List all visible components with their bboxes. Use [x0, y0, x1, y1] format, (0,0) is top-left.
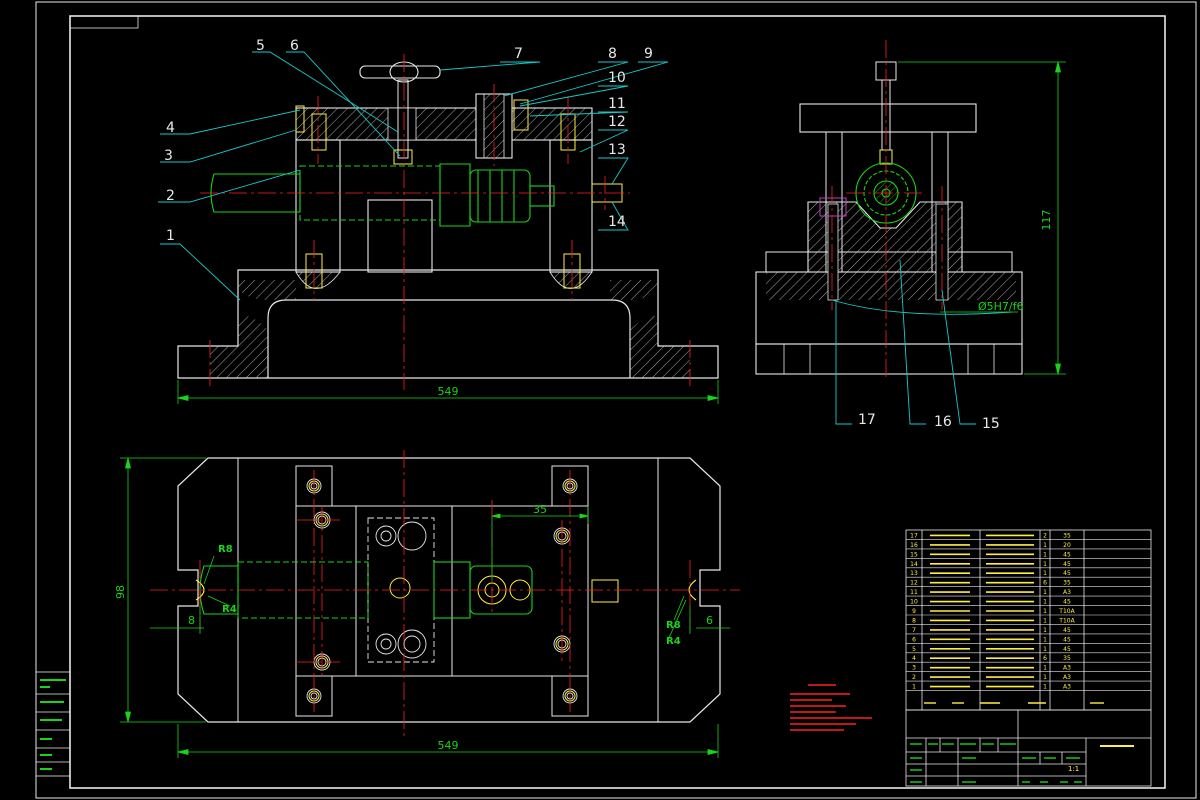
left-slot-dim: 8	[188, 614, 195, 627]
parts-row-qty: 1	[1043, 627, 1047, 634]
parts-row-no: 13	[910, 570, 918, 577]
technical-notes	[790, 684, 872, 731]
parts-row-no: 10	[910, 599, 918, 606]
parts-row-qty: 1	[1043, 636, 1047, 643]
parts-row-qty: 1	[1043, 542, 1047, 549]
parts-row-mat: 35	[1063, 532, 1071, 539]
front-width-dim: 549	[438, 385, 459, 398]
balloon-6: 6	[290, 38, 299, 54]
balloon-11: 11	[608, 96, 626, 112]
left-radius-dim: R8	[218, 544, 233, 555]
right-slot-dim: 6	[706, 614, 713, 627]
parts-row-no: 5	[912, 646, 916, 653]
parts-row-no: 2	[912, 674, 916, 681]
parts-row-mat: A3	[1063, 674, 1071, 681]
parts-row-no: 12	[910, 580, 918, 587]
parts-row-mat: 45	[1063, 551, 1071, 558]
top-width-dim: 549	[438, 739, 459, 752]
balloon-7: 7	[514, 46, 523, 62]
parts-row-mat: 35	[1063, 655, 1071, 662]
parts-row-no: 15	[910, 551, 918, 558]
parts-row-mat: 45	[1063, 570, 1071, 577]
parts-row-mat: A3	[1063, 684, 1071, 691]
slot-offset-dim: 35	[533, 503, 547, 516]
parts-row-mat: 45	[1063, 599, 1071, 606]
parts-row-qty: 1	[1043, 674, 1047, 681]
parts-row-mat: A3	[1063, 589, 1071, 596]
top-height-dim: 98	[114, 585, 127, 599]
parts-row-qty: 1	[1043, 561, 1047, 568]
parts-row-qty: 6	[1043, 580, 1047, 587]
parts-row-qty: 1	[1043, 589, 1047, 596]
balloon-2: 2	[166, 188, 175, 204]
balloon-4: 4	[166, 120, 175, 136]
balloon-13: 13	[608, 142, 626, 158]
sheet-frame	[35, 1, 1197, 799]
parts-row-no: 1	[912, 684, 916, 691]
parts-row-no: 4	[912, 655, 916, 662]
parts-row-no: 3	[912, 665, 916, 672]
parts-row-mat: 45	[1063, 627, 1071, 634]
parts-row-qty: 1	[1043, 617, 1047, 624]
parts-row-qty: 1	[1043, 570, 1047, 577]
balloon-12: 12	[608, 114, 626, 130]
right-radius-dim: R8	[666, 620, 681, 631]
side-height-dim: 117	[1040, 210, 1053, 231]
scale-label: 1:1	[1068, 765, 1079, 773]
balloon-5: 5	[256, 38, 265, 54]
parts-row-mat: 45	[1063, 646, 1071, 653]
balloon-1: 1	[166, 228, 175, 244]
side-view: 117 Ø5H7/f6 17 16 15	[755, 40, 1066, 432]
bore-fit-dim: Ø5H7/f6	[978, 300, 1024, 313]
parts-row-no: 17	[910, 532, 918, 539]
top-view: 549 98 35 8 6 R8 R4 R8 R4	[114, 450, 740, 758]
balloon-15: 15	[982, 416, 1000, 432]
parts-row-no: 11	[910, 589, 918, 596]
parts-row-qty: 1	[1043, 646, 1047, 653]
left-radius2-dim: R4	[222, 604, 237, 615]
balloon-3: 3	[164, 148, 173, 164]
parts-row-no: 16	[910, 542, 918, 549]
parts-row-mat: 35	[1063, 580, 1071, 587]
parts-row-qty: 1	[1043, 551, 1047, 558]
balloon-14: 14	[608, 214, 626, 230]
binding-strip	[35, 671, 71, 777]
parts-row-qty: 1	[1043, 599, 1047, 606]
right-radius2-dim: R4	[666, 636, 681, 647]
parts-row-no: 7	[912, 627, 916, 634]
parts-row-qty: 1	[1043, 665, 1047, 672]
balloon-16: 16	[934, 414, 952, 430]
parts-row-qty: 6	[1043, 655, 1047, 662]
parts-row-mat: 20	[1063, 542, 1071, 549]
parts-row-mat: T10A	[1058, 608, 1075, 615]
parts-row-mat: 45	[1063, 636, 1071, 643]
parts-row-mat: T10A	[1058, 617, 1075, 624]
parts-row-no: 9	[912, 608, 916, 615]
balloon-10: 10	[608, 70, 626, 86]
parts-row-mat: A3	[1063, 665, 1071, 672]
balloon-9: 9	[644, 46, 653, 62]
parts-row-qty: 2	[1043, 532, 1047, 539]
parts-row-no: 14	[910, 561, 918, 568]
balloon-17: 17	[858, 412, 876, 428]
parts-row-qty: 1	[1043, 684, 1047, 691]
parts-row-no: 6	[912, 636, 916, 643]
front-view: 549 1 2 3 4 5 6 7 8 9	[158, 38, 719, 404]
parts-row-mat: 45	[1063, 561, 1071, 568]
parts-row-qty: 1	[1043, 608, 1047, 615]
parts-row-no: 8	[912, 617, 916, 624]
balloon-8: 8	[608, 46, 617, 62]
